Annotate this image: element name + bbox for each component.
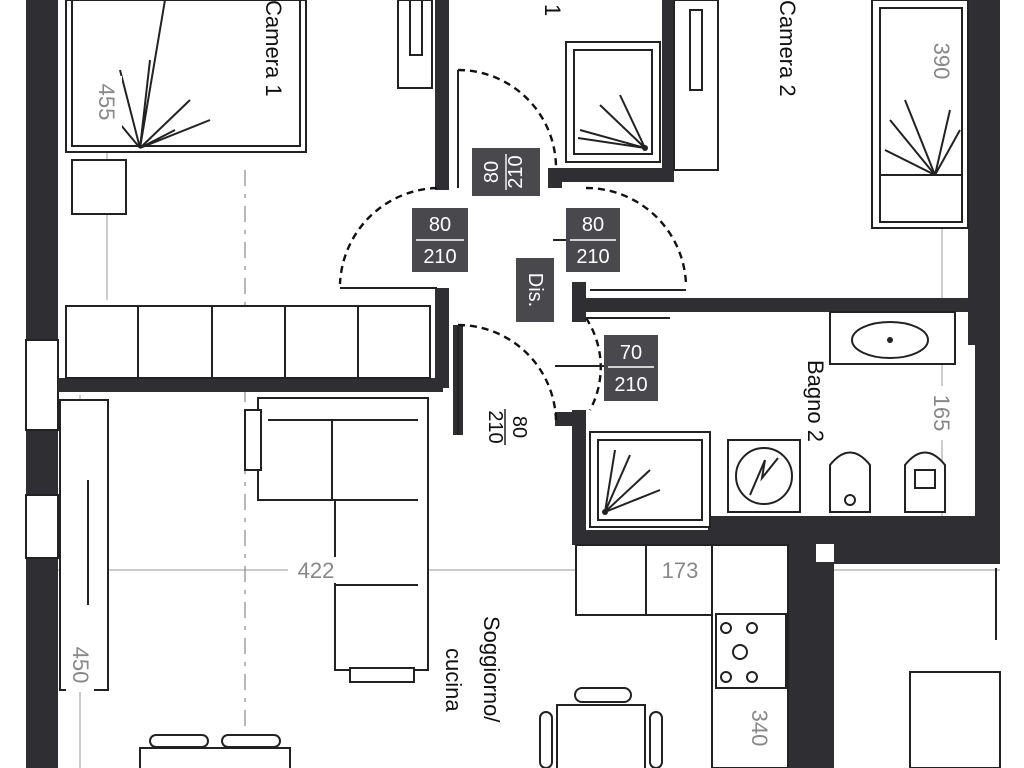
bagno2-fixtures [589,311,956,528]
right-room-partial [909,568,1001,768]
door-height-text: 210 [614,374,647,396]
dining-tables [139,687,663,768]
door-tag-camera2: 80 210 [566,208,620,272]
room-label-bagno1: 1 [540,4,565,16]
door-tag-bagno1: 80 210 [472,148,540,196]
door-width-text: 70 [620,342,642,364]
soggiorno-sofa [244,397,429,683]
dimension-soggiorno-length: 450 [68,647,93,684]
dimension-cucina-width: 173 [662,558,699,583]
room-label-cucina: cucina [441,648,466,712]
dimension-camera1: 455 [94,84,119,121]
door-tag-soggiorno: 80 210 [484,409,530,445]
door-width-text: 80 [508,416,530,438]
bagno1-fixtures [397,0,719,171]
door-height-text: 210 [484,410,506,443]
room-label-camera2: Camera 2 [775,0,800,97]
door-swings [338,68,688,435]
room-tag-disimpegno: Dis. [516,258,554,322]
kitchen-counter [575,544,789,768]
dimension-bagno2: 165 [929,395,954,432]
walls [25,0,1000,768]
door-width-text: 80 [481,161,503,183]
door-height-text: 210 [576,246,609,268]
dimension-camera2: 390 [929,43,954,80]
door-height-text: 210 [423,246,456,268]
dimension-cucina-length: 340 [747,710,772,747]
door-width-text: 80 [429,214,451,236]
room-label-camera1: Camera 1 [261,0,286,97]
door-width-text: 80 [582,214,604,236]
room-label-soggiorno: Soggiorno/ [479,616,504,723]
camera1-wardrobe [65,305,431,379]
door-tag-camera1: 80 210 [412,208,468,272]
room-label-disimpegno: Dis. [524,273,546,307]
door-tag-bagno2: 70 210 [604,335,658,401]
door-height-text: 210 [505,155,527,188]
dimension-soggiorno-width: 422 [298,558,335,583]
room-label-bagno2: Bagno 2 [803,360,828,442]
